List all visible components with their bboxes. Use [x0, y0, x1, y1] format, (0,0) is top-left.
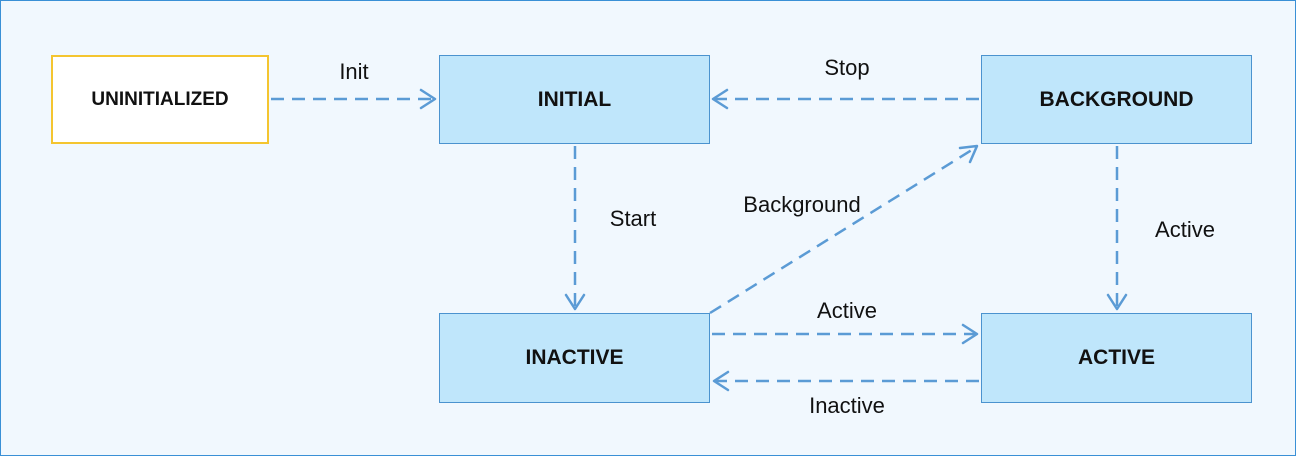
state-background-label: BACKGROUND [1039, 87, 1194, 111]
edge-label-stop: Stop [824, 55, 870, 80]
edge-stop-arrowhead [711, 88, 729, 110]
edge-active-bg-arrowhead [1106, 293, 1128, 311]
edge-label-active-from-background: Active [1155, 217, 1215, 242]
state-inactive-label: INACTIVE [525, 346, 624, 369]
edge-label-inactive-from-active: Inactive [809, 393, 885, 418]
state-inactive: INACTIVE [439, 313, 710, 403]
state-active: ACTIVE [981, 313, 1252, 403]
edge-background-arrowhead [958, 144, 979, 164]
edge-label-active-from-inactive: Active [817, 298, 877, 323]
state-initial-label: INITIAL [537, 87, 612, 111]
state-uninitialized-label: UNINITIALIZED [91, 88, 229, 110]
state-uninitialized: UNINITIALIZED [51, 55, 269, 144]
edge-label-init: Init [339, 59, 369, 84]
edge-label-start: Start [609, 206, 657, 231]
edge-label-background: Background [743, 192, 861, 217]
edge-active-inactive-arrowhead [961, 323, 979, 345]
edge-inactive-arrowhead [712, 370, 730, 392]
state-background: BACKGROUND [981, 55, 1252, 144]
edge-background-line [709, 146, 976, 315]
edge-init-arrowhead [419, 88, 437, 110]
state-initial: INITIAL [439, 55, 710, 144]
edge-start-arrowhead [564, 293, 586, 311]
state-active-label: ACTIVE [1077, 346, 1155, 369]
